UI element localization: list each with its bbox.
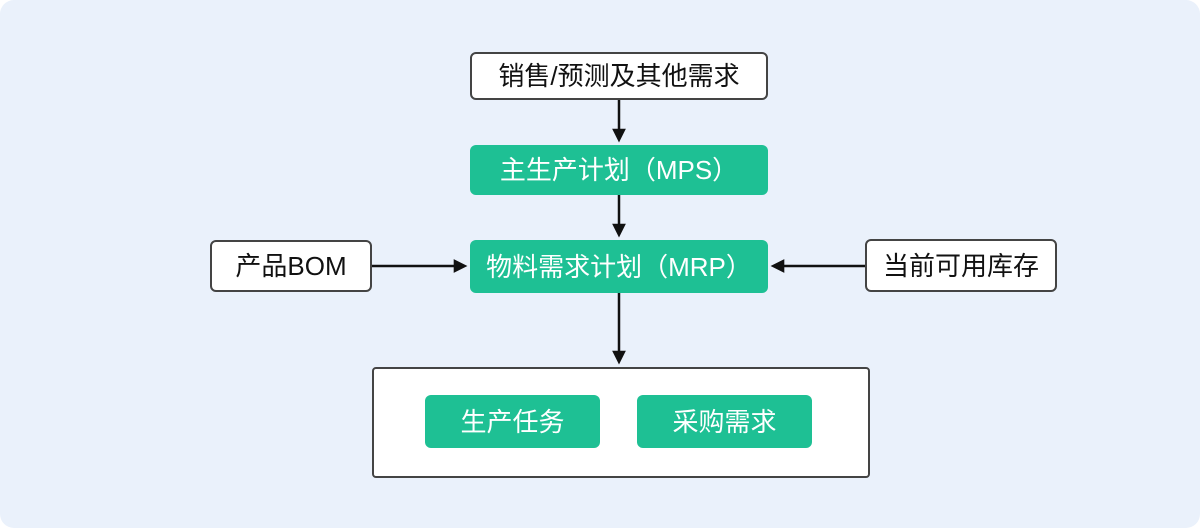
node-sales-forecast-demand: 销售/预测及其他需求 bbox=[470, 52, 768, 100]
node-current-available-inventory: 当前可用库存 bbox=[865, 239, 1057, 292]
node-purchase-demand: 采购需求 bbox=[637, 395, 812, 448]
node-mps: 主生产计划（MPS） bbox=[470, 145, 768, 195]
node-mrp: 物料需求计划（MRP） bbox=[470, 240, 768, 293]
node-product-bom: 产品BOM bbox=[210, 240, 372, 292]
node-production-tasks: 生产任务 bbox=[425, 395, 600, 448]
